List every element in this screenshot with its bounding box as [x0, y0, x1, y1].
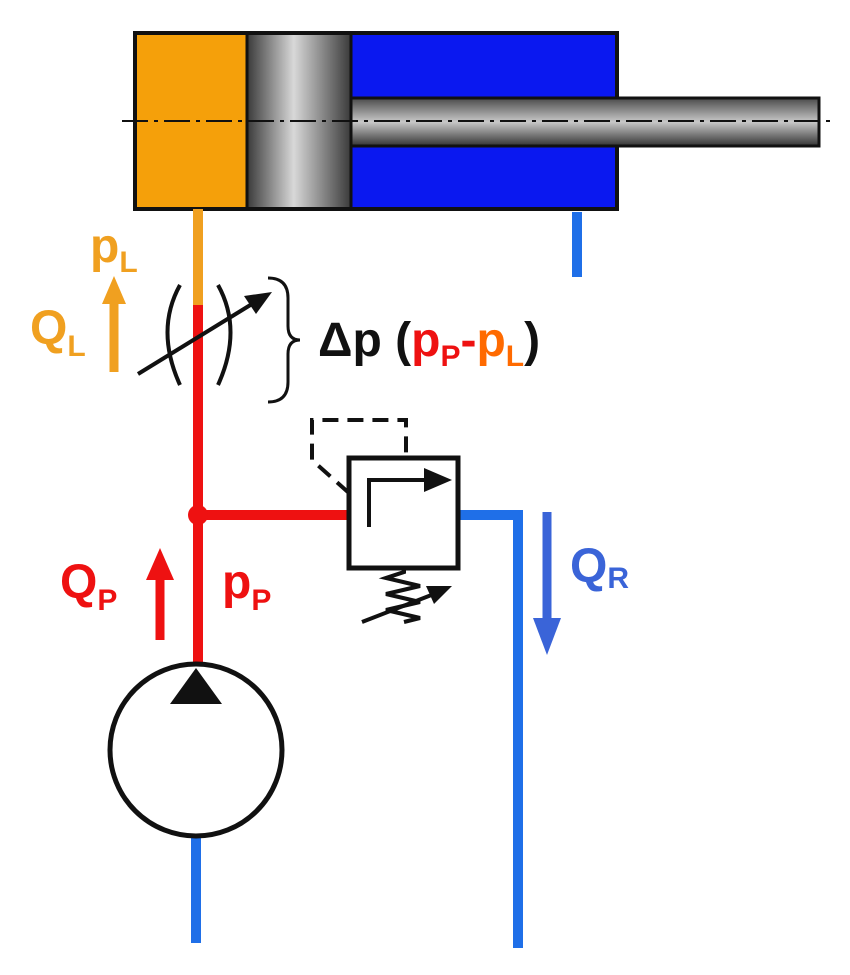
pump-direction-triangle [170, 668, 222, 704]
throttle-adjust-arrowhead [244, 292, 272, 314]
hydraulic-lines [188, 209, 582, 948]
delta-p-brace [267, 276, 301, 404]
pressure-junction-dot [188, 505, 208, 525]
relief-valve-flow-path [367, 478, 428, 527]
relief-flow-arrowhead [533, 618, 561, 655]
throttle-left-arc [165, 284, 182, 386]
pump-flow-arrowhead [146, 548, 174, 580]
pilot-line-dashed [310, 418, 408, 495]
delta-p-label: Δp (pP-pL) [318, 314, 540, 373]
relief-flow-label: QR [570, 540, 629, 595]
relief-valve-spring [378, 568, 421, 624]
relief-return-line [458, 510, 523, 948]
pump-body [107, 661, 285, 839]
throttle-right-arc [216, 284, 233, 386]
flow-arrows [102, 276, 561, 655]
relief-valve-body [346, 455, 461, 571]
pump-pressure-label: pP [222, 556, 271, 617]
spring-adjust-arrowhead [426, 586, 452, 604]
fixed-displacement-pump-icon [107, 661, 285, 839]
pump-flow-label: QP [60, 556, 117, 617]
relief-valve-flow-arrowhead [424, 468, 452, 492]
adjustable-throttle-icon [136, 276, 301, 404]
throttle-adjust-arrow-shaft [136, 302, 254, 376]
load-pressure-label: pL [90, 220, 138, 279]
load-flow-arrowhead [102, 276, 126, 304]
load-flow-label: QL [30, 302, 86, 363]
spring-adjust-arrow-shaft [361, 592, 435, 624]
double-acting-cylinder-icon [122, 31, 832, 211]
pressure-relief-valve-icon [310, 418, 461, 624]
